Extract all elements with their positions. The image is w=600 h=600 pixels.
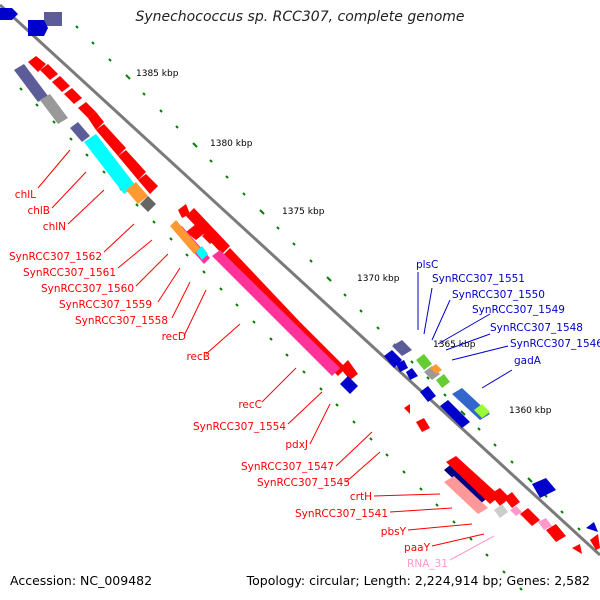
gene-arrow (84, 134, 136, 194)
gene-arrow (170, 220, 200, 254)
gene-label: SynRCC307_1558 (75, 315, 168, 327)
gene-label-recC: recC (238, 399, 262, 411)
gene-label-plsC: plsC (416, 259, 438, 271)
gene-arrow (196, 246, 208, 260)
gene-arrow (28, 56, 46, 72)
gene-arrow (446, 456, 500, 504)
gene-label-rna: RNA_31 (407, 558, 448, 570)
gene-arrow (52, 76, 70, 92)
gene-label: SynRCC307_1554 (193, 421, 286, 433)
kbp-labels: 1385 kbp 1380 kbp 1375 kbp 1370 kbp 1365… (136, 69, 552, 416)
gene-arrow (420, 386, 436, 402)
gene-label: SynRCC307_1561 (23, 267, 116, 279)
gene-arrow (178, 204, 190, 218)
tick-marks (19, 25, 598, 591)
kbp-label: 1365 kbp (433, 340, 476, 350)
gene-arrow-chlB (96, 124, 126, 156)
gene-arrow (416, 418, 430, 432)
gene-arrow (572, 544, 582, 554)
gene-arrow (520, 508, 540, 526)
gene-arrow (138, 174, 158, 194)
gene-label-gadA: gadA (514, 355, 542, 367)
gene-label: SynRCC307_1547 (241, 461, 334, 473)
gene-arrow (590, 534, 600, 550)
gene-label-recD: recD (162, 331, 186, 343)
gene-label-pbsY: pbsY (381, 526, 407, 538)
gene-label: SynRCC307_1541 (295, 508, 388, 520)
gene-label-chlN: chlN (43, 221, 66, 233)
gene-arrow-recD (186, 208, 230, 254)
gene-arrow (40, 64, 58, 80)
gene-arrow (586, 522, 598, 532)
gene-arrow (444, 476, 488, 514)
gene-arrow (474, 404, 490, 418)
gene-arrow (70, 122, 90, 142)
leader-lines-left (37, 149, 485, 547)
gene-arrow (510, 506, 522, 516)
gene-arrow (436, 374, 450, 388)
gene-arrow (0, 8, 18, 20)
gene-arrow (440, 400, 470, 428)
gene-label-crtH: crtH (350, 491, 372, 503)
gene-label: SynRCC307_1560 (41, 283, 134, 295)
gene-label: SynRCC307_1550 (452, 289, 545, 301)
gene-arrow (494, 504, 508, 518)
gene-arrow (64, 88, 82, 104)
gene-label: SynRCC307_1548 (490, 322, 583, 334)
gene-arrow (202, 230, 218, 244)
gene-label: SynRCC307_1546 (510, 338, 600, 350)
gene-arrow (126, 182, 148, 204)
gene-arrow (28, 20, 48, 36)
gene-arrow (78, 102, 96, 118)
map-title: Synechococcus sp. RCC307, complete genom… (135, 9, 465, 25)
gene-arrow (212, 250, 340, 376)
gene-label: SynRCC307_1549 (472, 304, 565, 316)
gene-arrow (504, 492, 520, 508)
kbp-label: 1385 kbp (136, 69, 179, 79)
gene-labels-right: plsC SynRCC307_1551 SynRCC307_1550 SynRC… (416, 259, 600, 367)
gene-arrow (416, 354, 432, 370)
gene-arrow (186, 224, 206, 240)
gene-arrow (538, 518, 552, 530)
gene-arrow (546, 524, 566, 542)
topology-label: Topology: circular; Length: 2,224,914 bp… (246, 573, 590, 588)
accession-label: Accession: NC_009482 (10, 573, 153, 588)
gene-labels-left: chlL chlB chlN SynRCC307_1562 SynRCC307_… (9, 189, 448, 570)
gene-arrow (392, 340, 412, 356)
kbp-label: 1370 kbp (357, 274, 400, 284)
gene-arrow (44, 12, 62, 26)
kbp-label: 1380 kbp (210, 139, 253, 149)
gene-arrow-chlL (88, 112, 104, 130)
gene-arrow (14, 64, 48, 102)
gene-label-paaY: paaY (404, 542, 431, 554)
gene-label-pdxJ: pdxJ (285, 439, 308, 451)
leader-lines-right (417, 272, 513, 389)
gene-label: SynRCC307_1559 (59, 299, 152, 311)
gene-arrow (396, 360, 408, 372)
gene-arrow (430, 364, 442, 374)
gene-arrow (424, 366, 440, 380)
gene-label: SynRCC307_1545 (257, 477, 350, 489)
gene-arrow-chlN (118, 150, 146, 180)
gene-arrow (444, 462, 490, 504)
backbone-line (0, 3, 600, 557)
kbp-label: 1360 kbp (509, 406, 552, 416)
gene-label-chlB: chlB (27, 205, 50, 217)
gene-arrow (490, 488, 510, 506)
gene-arrow (532, 478, 556, 498)
gene-arrow (406, 368, 418, 380)
leader-line-rna (449, 535, 495, 561)
gene-label-chlL: chlL (15, 189, 36, 201)
kbp-label: 1375 kbp (282, 207, 325, 217)
gene-label: SynRCC307_1562 (9, 251, 102, 263)
gene-arrow (404, 404, 410, 414)
gene-arrow (40, 94, 68, 124)
gene-label: SynRCC307_1551 (432, 273, 525, 285)
gene-features (0, 8, 600, 554)
gene-arrow (340, 376, 358, 394)
gene-label-recB: recB (186, 351, 210, 363)
gene-arrow (140, 196, 156, 212)
gene-arrow (340, 360, 358, 380)
